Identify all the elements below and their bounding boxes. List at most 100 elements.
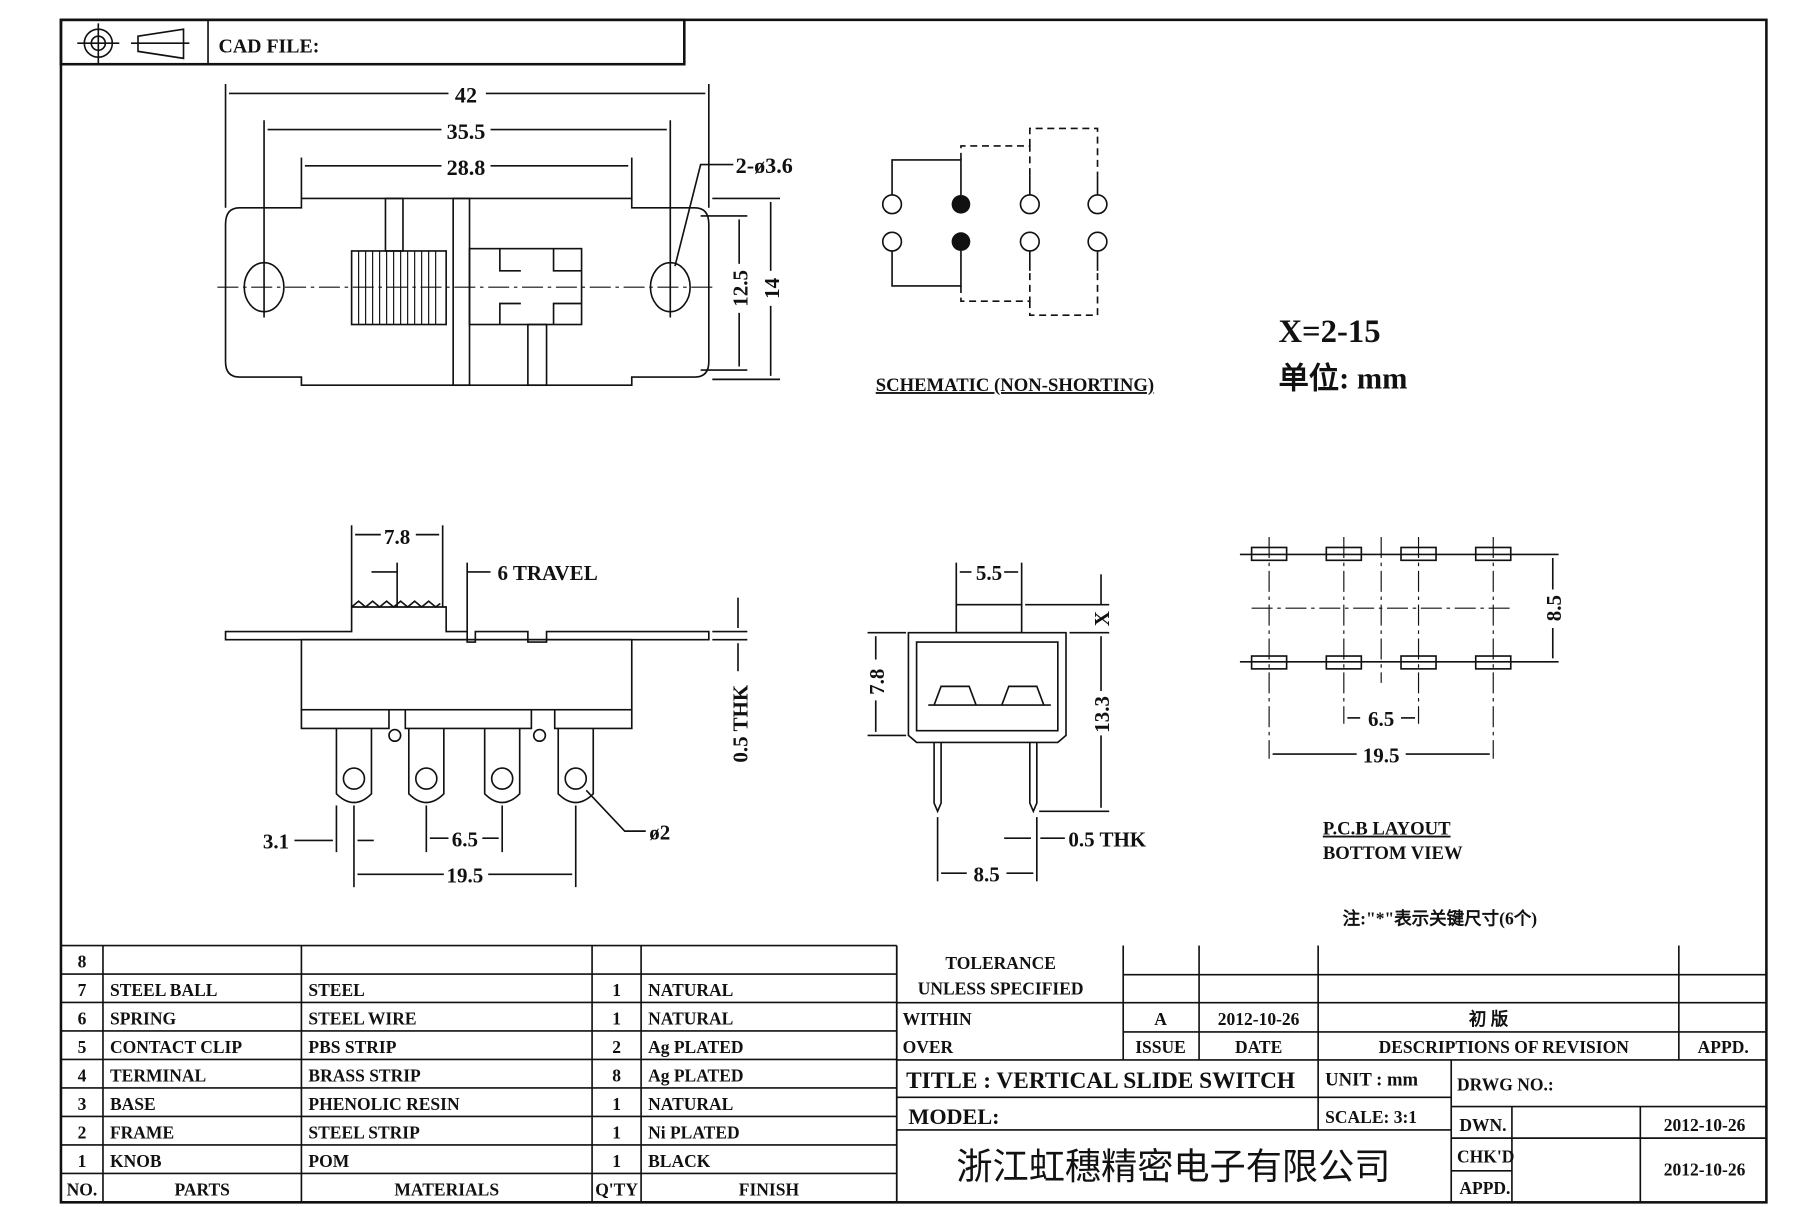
bom-quantity: 1 — [612, 1009, 621, 1029]
unit-label: UNIT : mm — [1325, 1070, 1418, 1091]
bom-material: STEEL WIRE — [308, 1009, 416, 1029]
date-header: DATE — [1235, 1037, 1282, 1057]
bom-part-name: BASE — [110, 1094, 156, 1114]
bom-part-name: STEEL BALL — [110, 980, 217, 1000]
dim-pin-span: 19.5 — [446, 863, 483, 887]
bom-quantity: 2 — [612, 1037, 621, 1057]
dim-front-width: 8.5 — [974, 862, 1000, 886]
dim-front-body: 7.8 — [865, 669, 889, 695]
bom-quantity: 1 — [612, 1094, 621, 1114]
revision-description: 初 版 — [1469, 1009, 1509, 1029]
dim-front-total: 13.3 — [1090, 696, 1114, 733]
bom-finish: BLACK — [648, 1151, 711, 1171]
bom-material: POM — [308, 1151, 349, 1171]
dim-knob-width: 7.8 — [384, 525, 410, 549]
dim-hole-diameter: 2-ø3.6 — [736, 153, 793, 178]
side-thickness-label: 0.5 THK — [728, 684, 752, 762]
bom-finish: NATURAL — [648, 1009, 733, 1029]
bom-row-number: 1 — [78, 1151, 87, 1171]
schematic: SCHEMATIC (NON-SHORTING) — [876, 127, 1154, 396]
dim-height-outer: 14 — [760, 277, 784, 299]
header-box: CAD FILE: — [59, 18, 686, 66]
drawing-title: TITLE : VERTICAL SLIDE SWITCH — [906, 1068, 1295, 1094]
bom-row-number: 4 — [78, 1066, 87, 1086]
bom-material: PBS STRIP — [308, 1037, 396, 1057]
bom-header-quantity: Q'TY — [595, 1180, 638, 1200]
dim-height-inner: 12.5 — [728, 270, 752, 307]
projection-target-icon — [77, 23, 120, 64]
bom-row-number: 7 — [78, 980, 87, 1000]
dim-edge: 3.1 — [263, 830, 289, 854]
top-view: 42 35.5 28.8 2-ø3.6 12.5 14 — [217, 83, 793, 387]
bom-finish: NATURAL — [648, 1094, 733, 1114]
x-range-note: X=2-15 — [1278, 314, 1380, 350]
over-label: OVER — [903, 1037, 954, 1057]
dim-frame-length: 28.8 — [447, 155, 486, 180]
pcb-label-2: BOTTOM VIEW — [1323, 843, 1463, 864]
company-name: 浙江虹穗精密电子有限公司 — [956, 1145, 1390, 1188]
bom-part-name: TERMINAL — [110, 1066, 206, 1086]
model-label: MODEL: — [908, 1104, 999, 1129]
third-angle-projection-icon — [130, 28, 190, 60]
revision-issue: A — [1154, 1009, 1167, 1029]
front-thickness-label: 0.5 THK — [1068, 827, 1146, 851]
unless-specified-label: UNLESS SPECIFIED — [918, 979, 1084, 999]
travel-label: 6 TRAVEL — [498, 561, 598, 585]
bom-row-number: 3 — [78, 1094, 87, 1114]
bom-part-name: KNOB — [110, 1151, 162, 1171]
dim-front-knob: 5.5 — [976, 561, 1002, 585]
unit-note: 单位: mm — [1278, 361, 1407, 396]
tolerance-label: TOLERANCE — [945, 953, 1056, 973]
bom-finish: Ag PLATED — [648, 1066, 743, 1086]
bom-material: BRASS STRIP — [308, 1066, 421, 1086]
bom-quantity: 8 — [612, 1066, 621, 1086]
appd-header: APPD. — [1698, 1037, 1749, 1057]
schematic-label: SCHEMATIC (NON-SHORTING) — [876, 375, 1154, 396]
pcb-dim-span: 19.5 — [1363, 743, 1400, 767]
cad-file-label: CAD FILE: — [219, 36, 320, 58]
front-view: 5.5 X 7.8 13.3 0.5 THK 8.5 — [865, 561, 1147, 886]
bom-row-number: 2 — [78, 1123, 87, 1143]
bom-part-name: FRAME — [110, 1123, 174, 1143]
pcb-label-1: P.C.B LAYOUT — [1323, 819, 1451, 840]
checked-date: 2012-10-26 — [1664, 1159, 1746, 1179]
within-label: WITHIN — [903, 1009, 972, 1029]
sheet-border — [59, 18, 1768, 1204]
bom-material: STEEL STRIP — [308, 1123, 420, 1143]
bom-part-name: SPRING — [110, 1009, 177, 1029]
dim-front-x: X — [1090, 611, 1114, 626]
bom-header-part-name: PARTS — [174, 1180, 229, 1200]
bom-header-material: MATERIALS — [394, 1180, 499, 1200]
revision-date: 2012-10-26 — [1218, 1009, 1300, 1029]
issue-header: ISSUE — [1135, 1037, 1186, 1057]
pcb-layout: 8.5 6.5 19.5 P.C.B LAYOUT BOTTOM VIEW — [1239, 536, 1566, 864]
drawn-date: 2012-10-26 — [1664, 1115, 1746, 1135]
drawing-number-label: DRWG NO.: — [1457, 1074, 1554, 1094]
bom-quantity: 1 — [612, 1151, 621, 1171]
bom-quantity: 1 — [612, 1123, 621, 1143]
title-block: TOLERANCE UNLESS SPECIFIED WITHIN OVER A… — [895, 945, 1767, 1203]
checked-label: CHK'D — [1457, 1147, 1514, 1167]
pcb-dim-row: 8.5 — [1542, 595, 1566, 621]
key-dimension-note: 注:"*"表示关键尺寸(6个) — [1343, 909, 1538, 929]
drawn-label: DWN. — [1459, 1115, 1506, 1135]
bom-header-finish: FINISH — [739, 1180, 800, 1200]
bom-finish: NATURAL — [648, 980, 733, 1000]
description-header: DESCRIPTIONS OF REVISION — [1379, 1037, 1630, 1057]
bom-quantity: 1 — [612, 980, 621, 1000]
dim-pin-hole: ø2 — [649, 820, 670, 844]
bom-material: PHENOLIC RESIN — [308, 1094, 460, 1114]
dim-pin-pitch: 6.5 — [452, 827, 478, 851]
scale-label: SCALE: 3:1 — [1325, 1107, 1417, 1127]
bom-finish: Ag PLATED — [648, 1037, 743, 1057]
bom-row-number: 8 — [78, 952, 87, 972]
approved-label: APPD. — [1459, 1178, 1510, 1198]
side-view: 7.8 6 TRAVEL 0.5 THK 3.1 6.5 19.5 ø2 — [224, 525, 752, 887]
bom-header-row-number: NO. — [67, 1180, 98, 1200]
bom-row-number: 6 — [78, 1009, 87, 1029]
bom-finish: Ni PLATED — [648, 1123, 740, 1143]
bom-row-number: 5 — [78, 1037, 87, 1057]
pcb-dim-pitch: 6.5 — [1368, 707, 1394, 731]
